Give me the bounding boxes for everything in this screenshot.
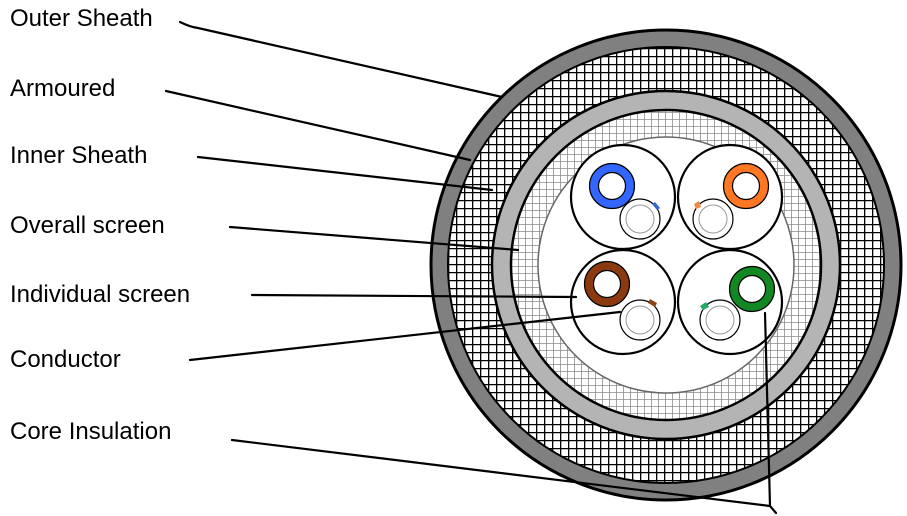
leader-inner-sheath <box>196 155 494 192</box>
label-armoured: Armoured <box>10 75 116 102</box>
leader-outer-sheath <box>178 20 504 99</box>
green-wire-insulation-edge <box>728 265 776 313</box>
white-blue-wire-conductor <box>625 204 655 234</box>
label-outer-sheath: Outer Sheath <box>10 5 153 32</box>
brown-wire-insulation-edge <box>583 260 631 308</box>
brown-wire-insulation-inner-edge <box>592 269 622 299</box>
leader-conductor <box>188 310 622 362</box>
orange-wire-insulation <box>723 163 769 209</box>
blue-wire-insulation-edge <box>588 162 636 210</box>
brown-wire-insulation <box>584 261 630 307</box>
blue-wire-insulation-inner-edge <box>597 171 627 201</box>
white-orange-wire-conductor <box>698 204 728 234</box>
leader-core-insulation-branch-2 <box>768 504 778 515</box>
pair-top-right <box>676 143 784 251</box>
white-brown-wire-conductor <box>625 305 655 335</box>
green-stripe <box>700 302 709 310</box>
label-individual-screen: Individual screen <box>10 281 191 308</box>
pair-bottom-right <box>676 248 784 356</box>
brown-stripe <box>648 299 657 307</box>
individual-screen-bottom-left <box>569 248 677 356</box>
orange-wire-insulation-inner-edge <box>731 171 761 201</box>
leader-core-insulation <box>230 438 772 508</box>
label-inner-sheath: Inner Sheath <box>10 142 148 169</box>
orange-wire-insulation-edge <box>722 162 770 210</box>
leader-core-insulation-branch-1 <box>763 311 772 508</box>
leader-individual-screen <box>250 293 578 299</box>
label-conductor: Conductor <box>10 346 121 373</box>
pair-bottom-left <box>569 248 677 356</box>
white-green-wire-conductor <box>705 305 735 335</box>
leader-armoured <box>164 89 472 162</box>
pair-top-left <box>569 143 677 251</box>
blue-stripe <box>652 202 660 210</box>
leader-overall-screen <box>228 225 520 252</box>
orange-stripe <box>694 201 701 209</box>
green-wire-insulation-inner-edge <box>737 274 767 304</box>
blue-wire-insulation <box>589 163 635 209</box>
label-core-insulation: Core Insulation <box>10 418 172 445</box>
label-overall-screen: Overall screen <box>10 212 165 239</box>
leader-lines <box>164 20 778 515</box>
green-wire-insulation <box>729 266 775 312</box>
